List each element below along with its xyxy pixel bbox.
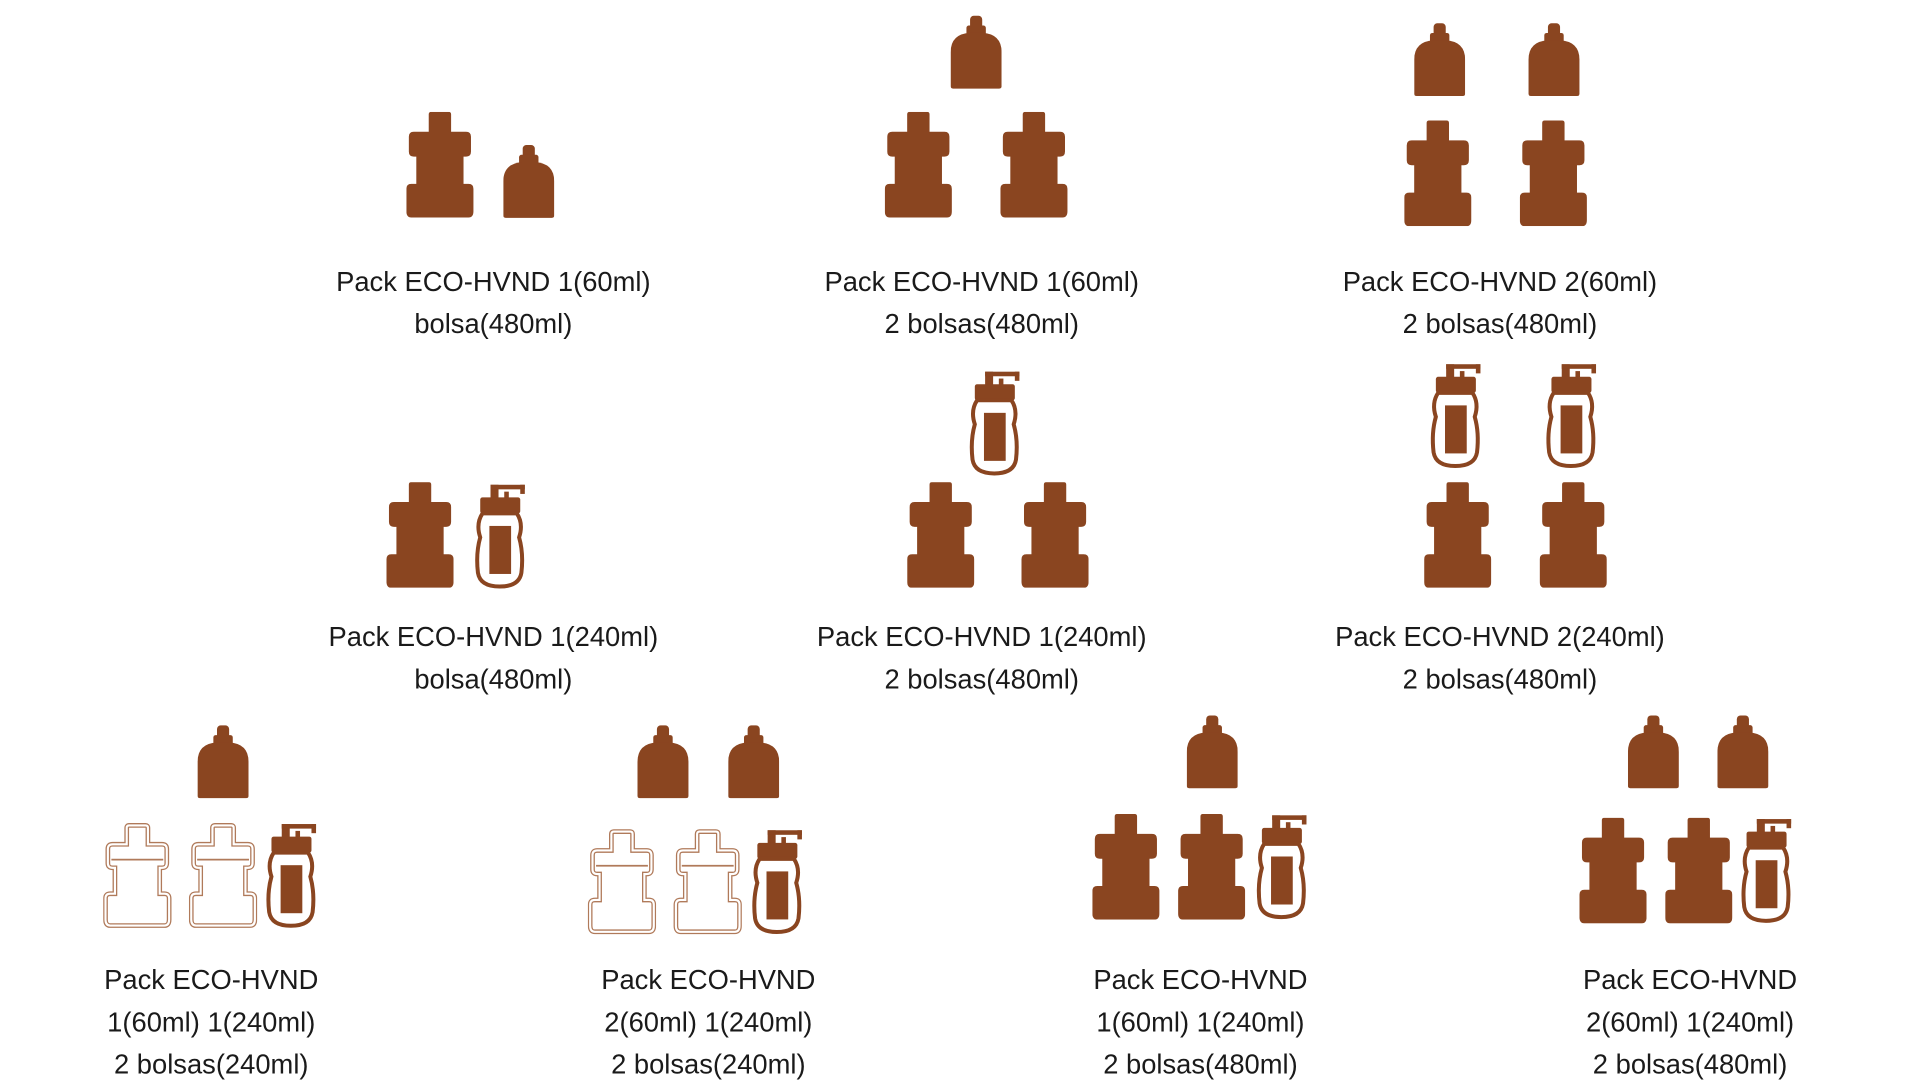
- bottle-60ml-icon: [1628, 715, 1679, 790]
- pack-label: Pack ECO-HVND 1(240ml) bolsa(480ml): [270, 616, 717, 701]
- pack-label: Pack ECO-HVND 2(60ml) 1(240ml) 2 bolsas(48…: [1466, 959, 1913, 1086]
- bag-480ml-icon: [1178, 814, 1245, 920]
- pack-detail: 2(60ml) 1(240ml): [1585, 1006, 1795, 1038]
- pack-detail: 2 bolsas(480ml): [1402, 308, 1598, 340]
- pump-bottle-240ml-icon: [1254, 810, 1311, 923]
- pack-name: Pack ECO-HVND: [104, 964, 319, 996]
- pump-bottle-240ml-icon: [1428, 359, 1485, 472]
- pack-detail: 2 bolsas(240ml): [611, 1048, 806, 1080]
- pack-name: Pack ECO-HVND: [1582, 964, 1798, 996]
- pack-name: Pack ECO-HVND: [601, 964, 816, 996]
- bag-480ml-icon: [907, 482, 974, 588]
- pack-detail: bolsa(480ml): [414, 308, 573, 340]
- pack-name: Pack ECO-HVND: [1093, 964, 1308, 996]
- bag-480ml-icon: [1665, 818, 1732, 924]
- pack-detail: 1(60ml) 1(240ml): [107, 1006, 316, 1038]
- bottle-60ml-icon: [951, 15, 1002, 90]
- bag-480ml-icon: [406, 112, 473, 218]
- bottle-60ml-icon: [728, 724, 779, 799]
- pack-name: Pack ECO-HVND 2(60ml): [1342, 265, 1658, 298]
- bag-480ml-icon: [1404, 121, 1471, 227]
- bag-480ml-icon: [1092, 814, 1159, 920]
- pump-bottle-240ml-icon: [263, 819, 320, 932]
- bag-480ml-icon: [386, 482, 453, 588]
- bottle-60ml-icon: [503, 144, 554, 219]
- bottle-60ml-icon: [1414, 22, 1465, 97]
- bag-240ml-outline-icon: [103, 821, 171, 929]
- pack-label: Pack ECO-HVND 2(240ml) 2 bolsas(480ml): [1276, 616, 1723, 701]
- pack-detail: 2 bolsas(480ml): [1402, 663, 1598, 695]
- pack-detail: 2 bolsas(480ml): [884, 663, 1079, 695]
- pack-detail: 2 bolsas(240ml): [113, 1048, 309, 1080]
- pack-detail: 2 bolsas(480ml): [1103, 1048, 1298, 1080]
- pump-bottle-240ml-icon: [1739, 814, 1796, 927]
- pump-bottle-240ml-icon: [1543, 359, 1600, 472]
- bag-240ml-outline-icon: [189, 821, 257, 929]
- pack-detail: 2 bolsas(480ml): [884, 308, 1079, 340]
- pack-name: Pack ECO-HVND 1(60ml): [336, 265, 651, 298]
- pack-label: Pack ECO-HVND 1(60ml) 1(240ml) 2 bolsas(24…: [0, 959, 435, 1086]
- pack-label: Pack ECO-HVND 1(60ml) 2 bolsas(480ml): [758, 261, 1205, 346]
- bottle-60ml-icon: [1717, 715, 1768, 790]
- pump-bottle-240ml-icon: [967, 367, 1024, 480]
- pack-label: Pack ECO-HVND 1(60ml) 1(240ml) 2 bolsas(48…: [977, 959, 1424, 1086]
- bag-480ml-icon: [1021, 482, 1088, 588]
- pack-detail: 1(60ml) 1(240ml): [1096, 1006, 1305, 1038]
- pack-label: Pack ECO-HVND 1(60ml) bolsa(480ml): [270, 261, 717, 346]
- pack-name: Pack ECO-HVND 1(240ml): [328, 621, 659, 653]
- bottle-60ml-icon: [1187, 715, 1238, 790]
- pack-name: Pack ECO-HVND 2(240ml): [1335, 621, 1665, 653]
- bag-480ml-icon: [885, 112, 952, 218]
- bottle-60ml-icon: [638, 724, 689, 799]
- bag-240ml-outline-icon: [674, 828, 742, 936]
- pack-label: Pack ECO-HVND 1(240ml) 2 bolsas(480ml): [758, 616, 1205, 701]
- bag-480ml-icon: [1520, 121, 1587, 227]
- bag-240ml-outline-icon: [588, 828, 656, 936]
- pack-name: Pack ECO-HVND 1(240ml): [816, 621, 1147, 653]
- pack-label: Pack ECO-HVND 2(60ml) 2 bolsas(480ml): [1276, 261, 1723, 346]
- pack-detail: bolsa(480ml): [414, 663, 573, 695]
- pump-bottle-240ml-icon: [749, 825, 806, 938]
- pack-detail: 2(60ml) 1(240ml): [604, 1006, 813, 1038]
- bag-480ml-icon: [1579, 818, 1646, 924]
- pack-detail: 2 bolsas(480ml): [1592, 1048, 1788, 1080]
- pump-bottle-240ml-icon: [472, 480, 529, 593]
- pack-label: Pack ECO-HVND 2(60ml) 1(240ml) 2 bolsas(24…: [485, 959, 932, 1086]
- bag-480ml-icon: [1540, 482, 1607, 588]
- bag-480ml-icon: [1000, 112, 1067, 218]
- bottle-60ml-icon: [198, 724, 249, 799]
- bag-480ml-icon: [1424, 482, 1491, 588]
- pack-name: Pack ECO-HVND 1(60ml): [824, 265, 1139, 298]
- bottle-60ml-icon: [1529, 22, 1580, 97]
